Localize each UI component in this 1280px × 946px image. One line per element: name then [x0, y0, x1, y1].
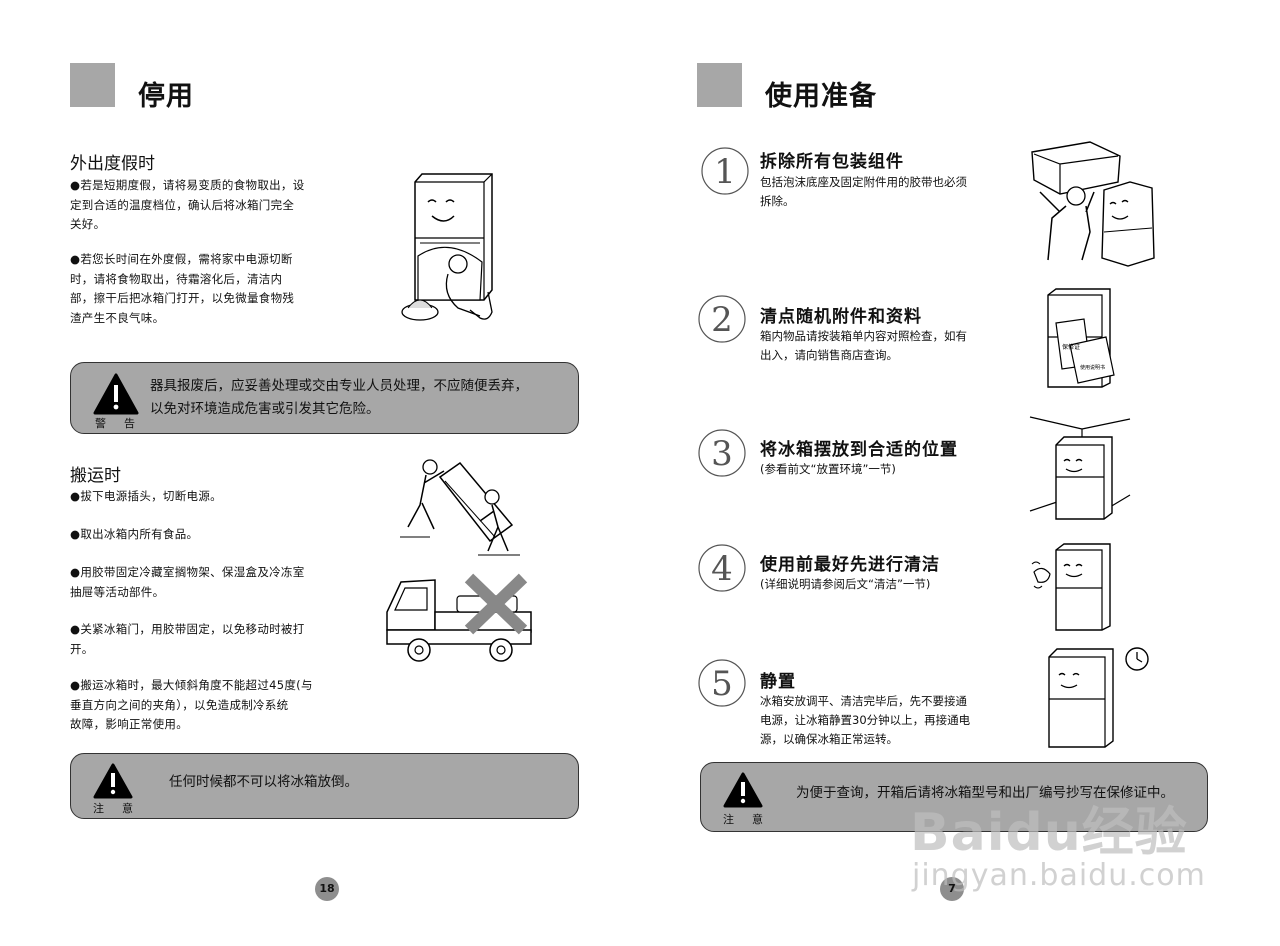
- notice-box-left: 注意 任何时候都不可以将冰箱放倒。: [70, 753, 579, 819]
- notice-box-right: 注意 为便于查询，开箱后请将冰箱型号和出厂编号抄写在保修证中。: [700, 762, 1208, 832]
- page-title-left: 停用: [138, 81, 194, 112]
- unpacking-illustration: [1031, 141, 1155, 267]
- warning-text: 器具报废后，应妥善处理或交由专业人员处理，不应随便丢弃， 以免对环境造成危害或引…: [150, 378, 528, 417]
- step-title: 将冰箱摆放到合适的位置: [760, 440, 958, 460]
- page-number-left: 18: [315, 877, 339, 901]
- vacation-paragraph-1: ●若是短期度假，请将易变质的食物取出，设 定到合适的温度档位，确认后将冰箱门完全…: [70, 178, 305, 231]
- fridge-standing-illustration: [1048, 647, 1149, 748]
- moving-item: ●搬运冰箱时，最大倾斜角度不能超过45度(与 垂直方向之间的夹角），以免造成制冷…: [70, 678, 313, 731]
- moving-item: ●用胶带固定冷藏室搁物架、保湿盒及冷冻室 抽屉等活动部件。: [70, 565, 305, 599]
- vacation-paragraph-2: ●若您长时间在外度假，需将家中电源切断 时，请将食物取出，待霜溶化后，清洁内 部…: [70, 252, 295, 325]
- warning-box: 警告 器具报废后，应妥善处理或交由专业人员处理，不应随便丢弃， 以免对环境造成危…: [70, 362, 579, 434]
- section-marker: [697, 63, 742, 107]
- step-description: (详细说明请参阅后文“清洁”一节): [760, 577, 931, 591]
- step-title: 使用前最好先进行清洁: [760, 555, 940, 575]
- step-number: 5: [711, 664, 733, 704]
- step-number-circle: [698, 429, 746, 477]
- step-title: 清点随机附件和资料: [760, 307, 922, 327]
- watermark-url: jingyan.baidu.com: [912, 858, 1206, 893]
- notice-text-right: 为便于查询，开箱后请将冰箱型号和出厂编号抄写在保修证中。: [796, 785, 1174, 801]
- notice-label-right: 注意: [723, 813, 781, 826]
- step-title: 拆除所有包装组件: [760, 152, 904, 172]
- notice-label-left: 注意: [93, 802, 151, 815]
- moving-heading: 搬运时: [70, 466, 121, 486]
- step-number: 4: [711, 549, 733, 589]
- step-description: 包括泡沫底座及固定附件用的胶带也必须 拆除。: [760, 175, 967, 208]
- warning-icon: [723, 772, 763, 808]
- step-description: (参看前文“放置环境”一节): [760, 462, 896, 476]
- moving-item: ●取出冰箱内所有食品。: [70, 527, 199, 541]
- step-number-circle: [701, 147, 749, 195]
- fridge-placement-illustration: [1029, 416, 1131, 520]
- truck-lying-fridge-illustration: [386, 573, 532, 662]
- step-number: 3: [711, 434, 733, 474]
- warning-icon: [93, 373, 139, 415]
- watermark-brand: Baidu经验: [910, 803, 1188, 863]
- step-number: 1: [714, 152, 736, 192]
- step-number-circle: [698, 295, 746, 343]
- step-number-circle: [698, 544, 746, 592]
- step-description: 箱内物品请按装箱单内容对照检查，如有 出入，请向销售商店查询。: [760, 329, 967, 362]
- step-number: 2: [711, 300, 733, 340]
- step-description: 冰箱安放调平、清洁完毕后，先不要接通 电源，让冰箱静置30分钟以上，再接通电 源…: [760, 694, 971, 746]
- carrying-fridge-illustration: [400, 459, 520, 556]
- step-title: 静置: [760, 672, 796, 692]
- warranty-card-label: 保修证: [1062, 343, 1080, 351]
- step-number-circle: [698, 659, 746, 707]
- warning-icon: [93, 763, 133, 799]
- documents-illustration: 保修证 使用说明书: [1047, 288, 1115, 388]
- fridge-cleaning-cloth-illustration: [1031, 543, 1111, 631]
- vacation-heading: 外出度假时: [70, 154, 155, 174]
- section-marker: [70, 63, 115, 107]
- page-title-right: 使用准备: [765, 81, 877, 112]
- moving-item: ●拔下电源插头，切断电源。: [70, 489, 222, 503]
- warning-label: 警告: [95, 417, 153, 430]
- manual-label: 使用说明书: [1080, 364, 1105, 371]
- fridge-cleaning-illustration: [401, 173, 493, 321]
- moving-item: ●关紧冰箱门，用胶带固定，以免移动时被打 开。: [70, 622, 305, 656]
- notice-text-left: 任何时候都不可以将冰箱放倒。: [169, 774, 358, 790]
- page-number-right: 7: [940, 877, 964, 901]
